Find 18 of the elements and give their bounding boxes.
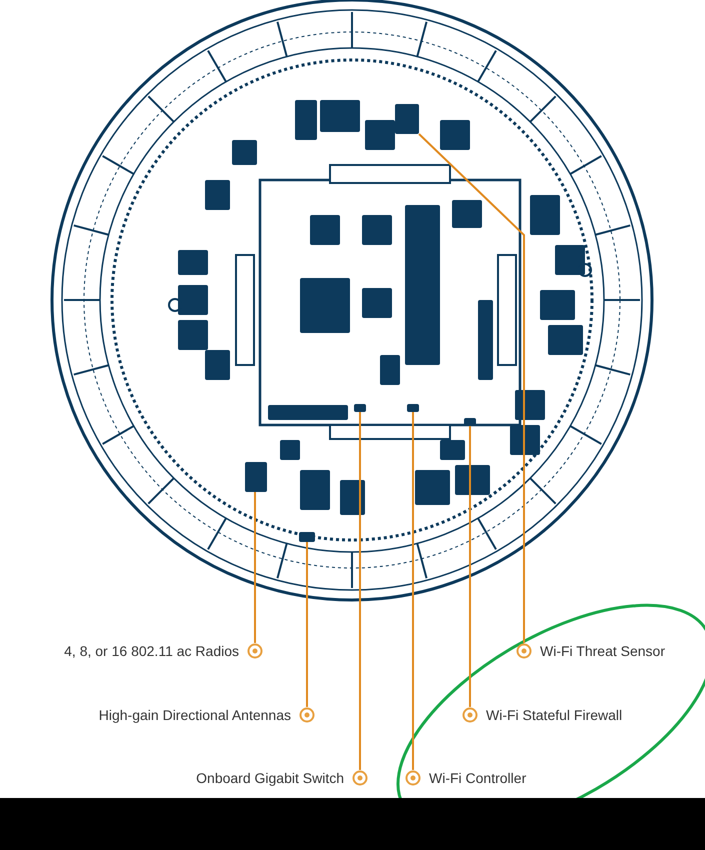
component-chip bbox=[464, 418, 476, 426]
callout-label: Onboard Gigabit Switch bbox=[196, 770, 344, 786]
leader-line bbox=[418, 133, 525, 643]
component-chip bbox=[354, 404, 366, 412]
component-chip bbox=[395, 104, 419, 134]
component-chip bbox=[299, 532, 315, 542]
leader-line bbox=[412, 412, 414, 770]
leader-line bbox=[469, 426, 471, 707]
callout-label: High-gain Directional Antennas bbox=[98, 707, 291, 723]
callout-label: Wi-Fi Stateful Firewall bbox=[486, 707, 622, 723]
callout-label: 4, 8, or 16 802.11 ac Radios bbox=[64, 643, 239, 659]
callout-label: Wi-Fi Threat Sensor bbox=[540, 643, 665, 659]
leader-line bbox=[254, 492, 256, 643]
leader-line bbox=[306, 542, 308, 707]
component-chip bbox=[407, 404, 419, 412]
component-chip bbox=[245, 462, 267, 492]
leader-line bbox=[359, 412, 361, 770]
callout-label: Wi-Fi Controller bbox=[429, 770, 526, 786]
